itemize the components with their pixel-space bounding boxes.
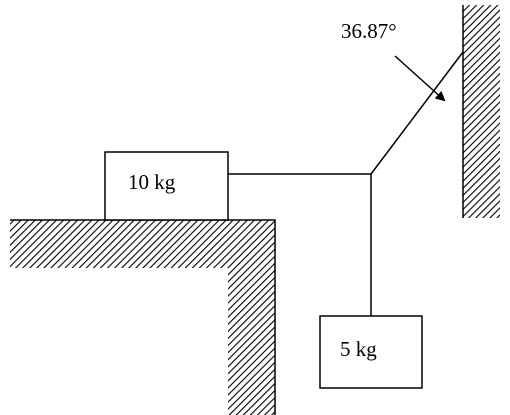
block-10kg-label: 10 kg [128, 170, 176, 194]
table-ledge [10, 220, 275, 415]
angle-arrow [394, 55, 446, 102]
right-wall [463, 5, 500, 218]
block-5kg [319, 315, 423, 389]
block-5kg-label: 5 kg [340, 337, 377, 361]
table-surface-line [10, 219, 276, 415]
block-10kg [104, 151, 229, 221]
angled-rope [370, 51, 464, 175]
angle-label: 36.87° [341, 19, 397, 43]
